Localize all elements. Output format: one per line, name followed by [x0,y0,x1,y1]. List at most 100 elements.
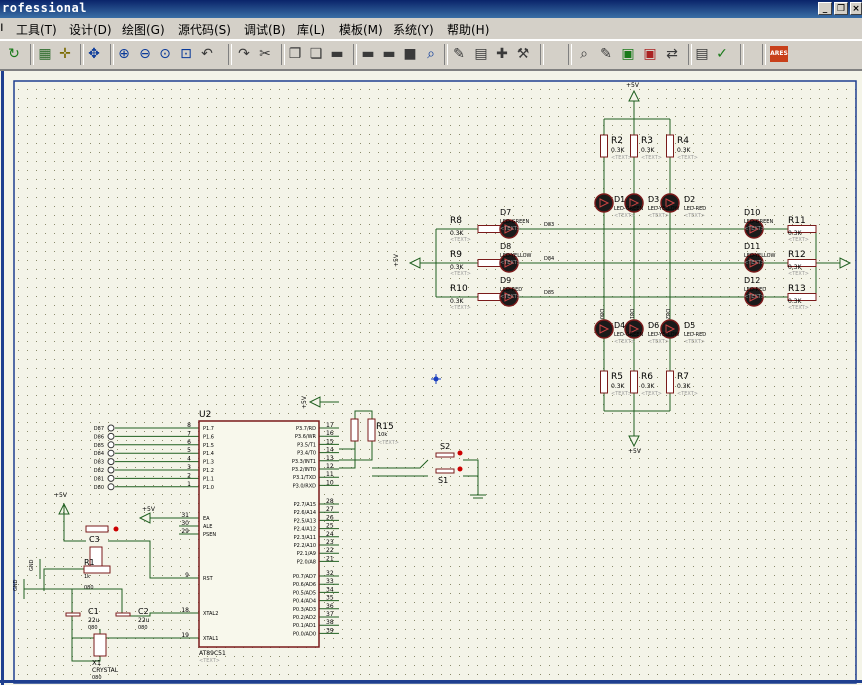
pin-number: 26 [326,514,334,521]
block-copy-icon[interactable]: ▬ [330,46,344,62]
new-sheet-icon[interactable]: ▣ [621,46,635,62]
block-delete-icon[interactable]: ■ [403,46,417,62]
resistor-r13[interactable] [787,293,817,301]
led-d5[interactable] [660,319,680,339]
port-terminal[interactable] [107,449,115,457]
resistor-r6[interactable] [630,370,638,394]
led-symbol-icon [629,324,640,334]
pan-icon[interactable]: ✥ [88,46,100,62]
pin-number: 6 [187,439,191,446]
toolbar-separator [568,44,572,65]
minimize-button[interactable]: _ [818,2,832,15]
goto-sheet-icon[interactable]: ⇄ [666,46,678,62]
port-terminal[interactable] [107,474,115,482]
menu-library[interactable]: 库(L) [297,23,326,37]
zoom-in-icon[interactable]: ⊕ [118,46,130,62]
search-icon[interactable]: ⌕ [580,46,588,62]
resistor-r2[interactable] [600,134,608,158]
port-terminal[interactable] [107,424,115,432]
erc-icon[interactable]: ✓ [716,46,728,62]
resistor-r14[interactable] [350,418,359,442]
pick-device-icon[interactable]: ⌕ [427,46,435,62]
switch-s1[interactable] [435,468,455,474]
menu-graph[interactable]: 绘图(G) [122,23,165,37]
led-d12[interactable] [744,287,764,307]
origin-icon[interactable]: ✛ [59,46,71,62]
port-terminal[interactable] [107,458,115,466]
led-d10[interactable] [744,219,764,239]
ares-icon[interactable]: ARES [770,46,788,62]
led-ref: D8 [500,242,511,251]
led-d7[interactable] [499,219,519,239]
led-d11[interactable] [744,253,764,273]
undo-icon[interactable]: ↶ [201,46,213,62]
port-terminal[interactable] [107,466,115,474]
resistor-r5[interactable] [600,370,608,394]
schematic-sheet[interactable]: +5V+5V+5VR20.3K<TEXT>R30.3K<TEXT>R40.3K<… [0,71,862,685]
wire [43,568,84,591]
port-terminal[interactable] [107,441,115,449]
cap-c1[interactable] [65,612,81,617]
restore-button[interactable]: ❐ [834,2,848,15]
port-terminal[interactable] [107,483,115,491]
components[interactable] [58,89,852,657]
zoom-area-icon[interactable]: ⊡ [180,46,192,62]
bom-icon[interactable]: ▤ [695,46,709,62]
make-device-icon[interactable]: ✎ [453,46,465,62]
resistor-r4[interactable] [666,134,674,158]
copy-icon[interactable]: ❐ [288,46,302,62]
pin-number: 1 [187,481,191,488]
crystal-x1[interactable] [93,633,107,657]
text-placeholder: <TEXT> [614,339,635,345]
text-placeholder: <TEXT> [500,260,521,266]
pin-name: P3.6/WR [295,434,317,440]
zoom-all-icon[interactable]: ⊙ [159,46,171,62]
pin-number: 17 [326,422,334,429]
led-d9[interactable] [499,287,519,307]
refresh-icon[interactable]: ↻ [8,46,20,62]
crystal-ref: X1 [92,659,101,667]
resistor-r3[interactable] [630,134,638,158]
resistor-r11[interactable] [787,225,817,233]
block-rotate-icon[interactable]: ▬ [382,46,396,62]
package-icon[interactable]: ▤ [474,46,488,62]
led-d1[interactable] [594,193,614,213]
switch-s2[interactable] [435,452,455,458]
led-d8[interactable] [499,253,519,273]
decompose-icon[interactable]: ✚ [496,46,508,62]
port-terminal[interactable] [107,432,115,440]
resistor-r7[interactable] [666,370,674,394]
led-d2[interactable] [660,193,680,213]
menu-debug[interactable]: 调试(B) [244,23,286,37]
cap-c3[interactable] [85,525,109,533]
resistor-value: 0.3K [677,383,692,390]
menu-template[interactable]: 模板(M) [339,23,383,37]
menu-help[interactable]: 帮助(H) [447,23,490,37]
menu-source[interactable]: 源代码(S) [178,23,231,37]
toolbar-separator [110,44,114,65]
menu-tools[interactable]: 工具(T) [16,23,57,37]
cut-icon[interactable]: ✂ [259,46,271,62]
resistor-value: 0.3K [788,230,803,237]
led-d4[interactable] [594,319,614,339]
close-button[interactable]: × [850,2,862,15]
resistor-r1[interactable] [83,565,111,574]
wire-autoroute-icon[interactable]: ⚒ [516,46,530,62]
mcu-u2[interactable] [198,420,320,648]
paste-icon[interactable]: ❏ [309,46,323,62]
remove-sheet-icon[interactable]: ▣ [643,46,657,62]
led-d3[interactable] [624,193,644,213]
menu-system[interactable]: 系统(Y) [393,23,434,37]
cap-c2[interactable] [115,612,131,617]
property-icon[interactable]: ✎ [600,46,612,62]
redo-icon[interactable]: ↷ [238,46,250,62]
resistor-r12[interactable] [787,259,817,267]
zoom-out-icon[interactable]: ⊖ [139,46,151,62]
led-d6[interactable] [624,319,644,339]
text-placeholder: <TEXT> [744,294,765,300]
block-move-icon[interactable]: ▬ [361,46,375,62]
grid-icon[interactable]: ▦ [38,46,52,62]
resistor-r15[interactable] [367,418,376,442]
menu-design[interactable]: 设计(D) [69,23,112,37]
